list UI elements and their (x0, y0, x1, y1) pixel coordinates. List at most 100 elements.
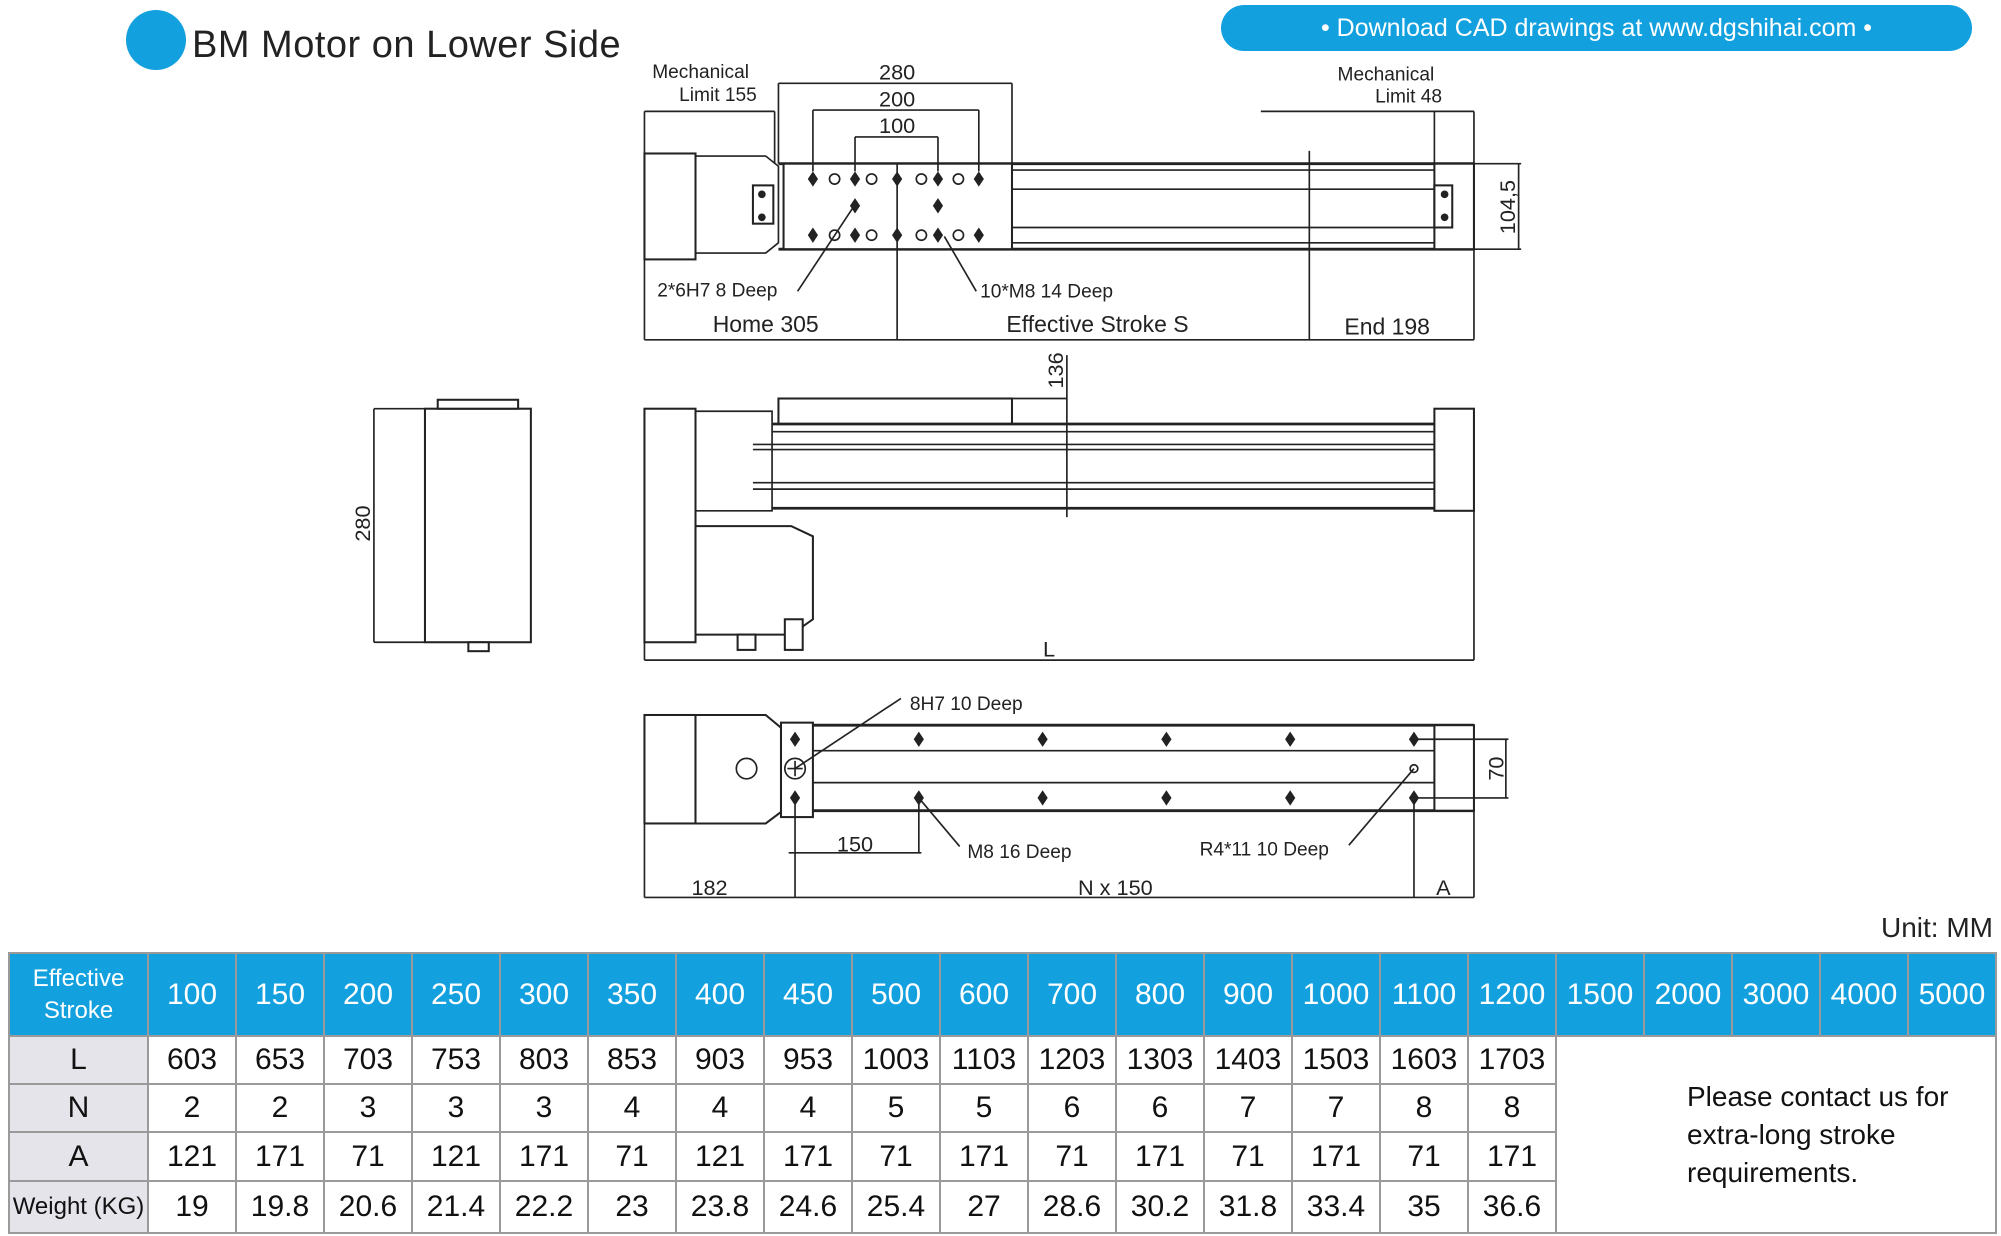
table-cell: 23 (587, 1180, 677, 1234)
stroke-header-cell: 300 (499, 952, 589, 1037)
note-line: Please contact us for (1687, 1080, 1949, 1112)
stroke-header-cell: 900 (1203, 952, 1293, 1037)
unit-label: Unit: MM (1881, 912, 1993, 943)
table-cell: 171 (763, 1131, 853, 1182)
table-cell: 3 (323, 1083, 413, 1133)
table-cell: 171 (499, 1131, 589, 1182)
dim-280: 280 (879, 59, 915, 84)
table-cell: 7 (1291, 1083, 1381, 1133)
side-view: 136 L (643, 352, 1475, 661)
row-label: L (8, 1035, 149, 1085)
header-label-line2: Stroke (43, 996, 114, 1024)
stroke-header-cell: 1100 (1379, 952, 1469, 1037)
table-cell: 1603 (1379, 1035, 1469, 1085)
row-label: A (8, 1131, 149, 1182)
extra-long-stroke-note: Please contact us for extra-long stroke re… (1555, 1035, 1997, 1234)
pin-hole-note: 2*6H7 8 Deep (657, 280, 777, 301)
table-cell: 30.2 (1115, 1180, 1205, 1234)
dim-n-x-150: N x 150 (1078, 875, 1153, 900)
dim-100: 100 (879, 113, 915, 138)
stroke-header-cell: 5000 (1907, 952, 1997, 1037)
table-cell: 35 (1379, 1180, 1469, 1234)
pin-note: 8H7 10 Deep (910, 694, 1023, 715)
effective-stroke: Effective Stroke S (1006, 311, 1188, 337)
motor-side (643, 407, 697, 644)
download-cad-banner[interactable]: • Download CAD drawings at www.dgshihai.… (1221, 5, 1972, 51)
table-cell: 27 (939, 1180, 1029, 1234)
table-cell: 21.4 (411, 1180, 501, 1234)
table-cell: 171 (235, 1131, 325, 1182)
table-cell: 6 (1115, 1083, 1205, 1133)
stroke-header-cell: 100 (147, 952, 237, 1037)
dim-A: A (1436, 875, 1451, 900)
stroke-header-cell: 800 (1115, 952, 1205, 1037)
top-view: Mechanical Limit 155 280 200 100 Mechani… (643, 59, 1522, 341)
table-cell: 121 (675, 1131, 765, 1182)
table-cell: 803 (499, 1035, 589, 1085)
table-cell: 31.8 (1203, 1180, 1293, 1234)
bottom-view: 8H7 10 Deep 70 150 M8 16 Deep R4*11 10 D… (643, 694, 1509, 900)
mech-limit-right-line1: Mechanical (1338, 65, 1435, 86)
stroke-header-cell: 1000 (1291, 952, 1381, 1037)
table-cell: 20.6 (323, 1180, 413, 1234)
end-view-body (423, 407, 532, 644)
dim-200: 200 (879, 86, 915, 111)
table-cell: 5 (851, 1083, 941, 1133)
slot-note: R4*11 10 Deep (1200, 839, 1329, 860)
note-line: requirements. (1687, 1156, 1859, 1188)
table-cell: 171 (939, 1131, 1029, 1182)
table-cell: 33.4 (1291, 1180, 1381, 1234)
stroke-header-cell: 4000 (1819, 952, 1909, 1037)
dim-104-5: 104,5 (1495, 180, 1520, 234)
stroke-header-cell: 500 (851, 952, 941, 1037)
title-bullet (126, 10, 186, 70)
table-cell: 603 (147, 1035, 237, 1085)
table-cell: 24.6 (763, 1180, 853, 1234)
end-dim-280: 280 (350, 505, 375, 541)
table-cell: 121 (411, 1131, 501, 1182)
row-label: N (8, 1083, 149, 1133)
table-cell: 2 (147, 1083, 237, 1133)
end-view: 280 (350, 398, 532, 653)
table-cell: 71 (1027, 1131, 1117, 1182)
table-cell: 903 (675, 1035, 765, 1085)
table-cell: 753 (411, 1035, 501, 1085)
motor-block (643, 152, 697, 261)
table-cell: 8 (1379, 1083, 1469, 1133)
table-cell: 71 (1379, 1131, 1469, 1182)
dim-136: 136 (1043, 352, 1068, 388)
stroke-header-cell: 350 (587, 952, 677, 1037)
table-cell: 3 (499, 1083, 589, 1133)
table-cell: 171 (1115, 1131, 1205, 1182)
end-198: End 198 (1344, 314, 1430, 340)
dim-70: 70 (1483, 757, 1508, 781)
dim-150: 150 (837, 832, 873, 857)
table-cell: 1103 (939, 1035, 1029, 1085)
table-cell: 71 (587, 1131, 677, 1182)
table-cell: 703 (323, 1035, 413, 1085)
table-cell: 71 (323, 1131, 413, 1182)
stroke-header-cell: 150 (235, 952, 325, 1037)
table-cell: 19 (147, 1180, 237, 1234)
page-title: BM Motor on Lower Side (192, 24, 622, 66)
table-cell: 4 (675, 1083, 765, 1133)
mech-limit-left-line1: Mechanical (652, 62, 749, 83)
table-cell: 1203 (1027, 1035, 1117, 1085)
slider-side (777, 397, 1014, 426)
stroke-header-cell: 2000 (1643, 952, 1733, 1037)
row-label: Weight (KG) (8, 1180, 149, 1234)
table-cell: 1703 (1467, 1035, 1557, 1085)
stroke-header-cell: 700 (1027, 952, 1117, 1037)
coupling (694, 155, 780, 254)
note-line: extra-long stroke (1687, 1118, 1896, 1150)
stroke-header-cell: 600 (939, 952, 1029, 1037)
table-cell: 23.8 (675, 1180, 765, 1234)
table-cell: 1003 (851, 1035, 941, 1085)
stroke-header-cell: 200 (323, 952, 413, 1037)
table-cell: 853 (587, 1035, 677, 1085)
table-cell: 22.2 (499, 1180, 589, 1234)
